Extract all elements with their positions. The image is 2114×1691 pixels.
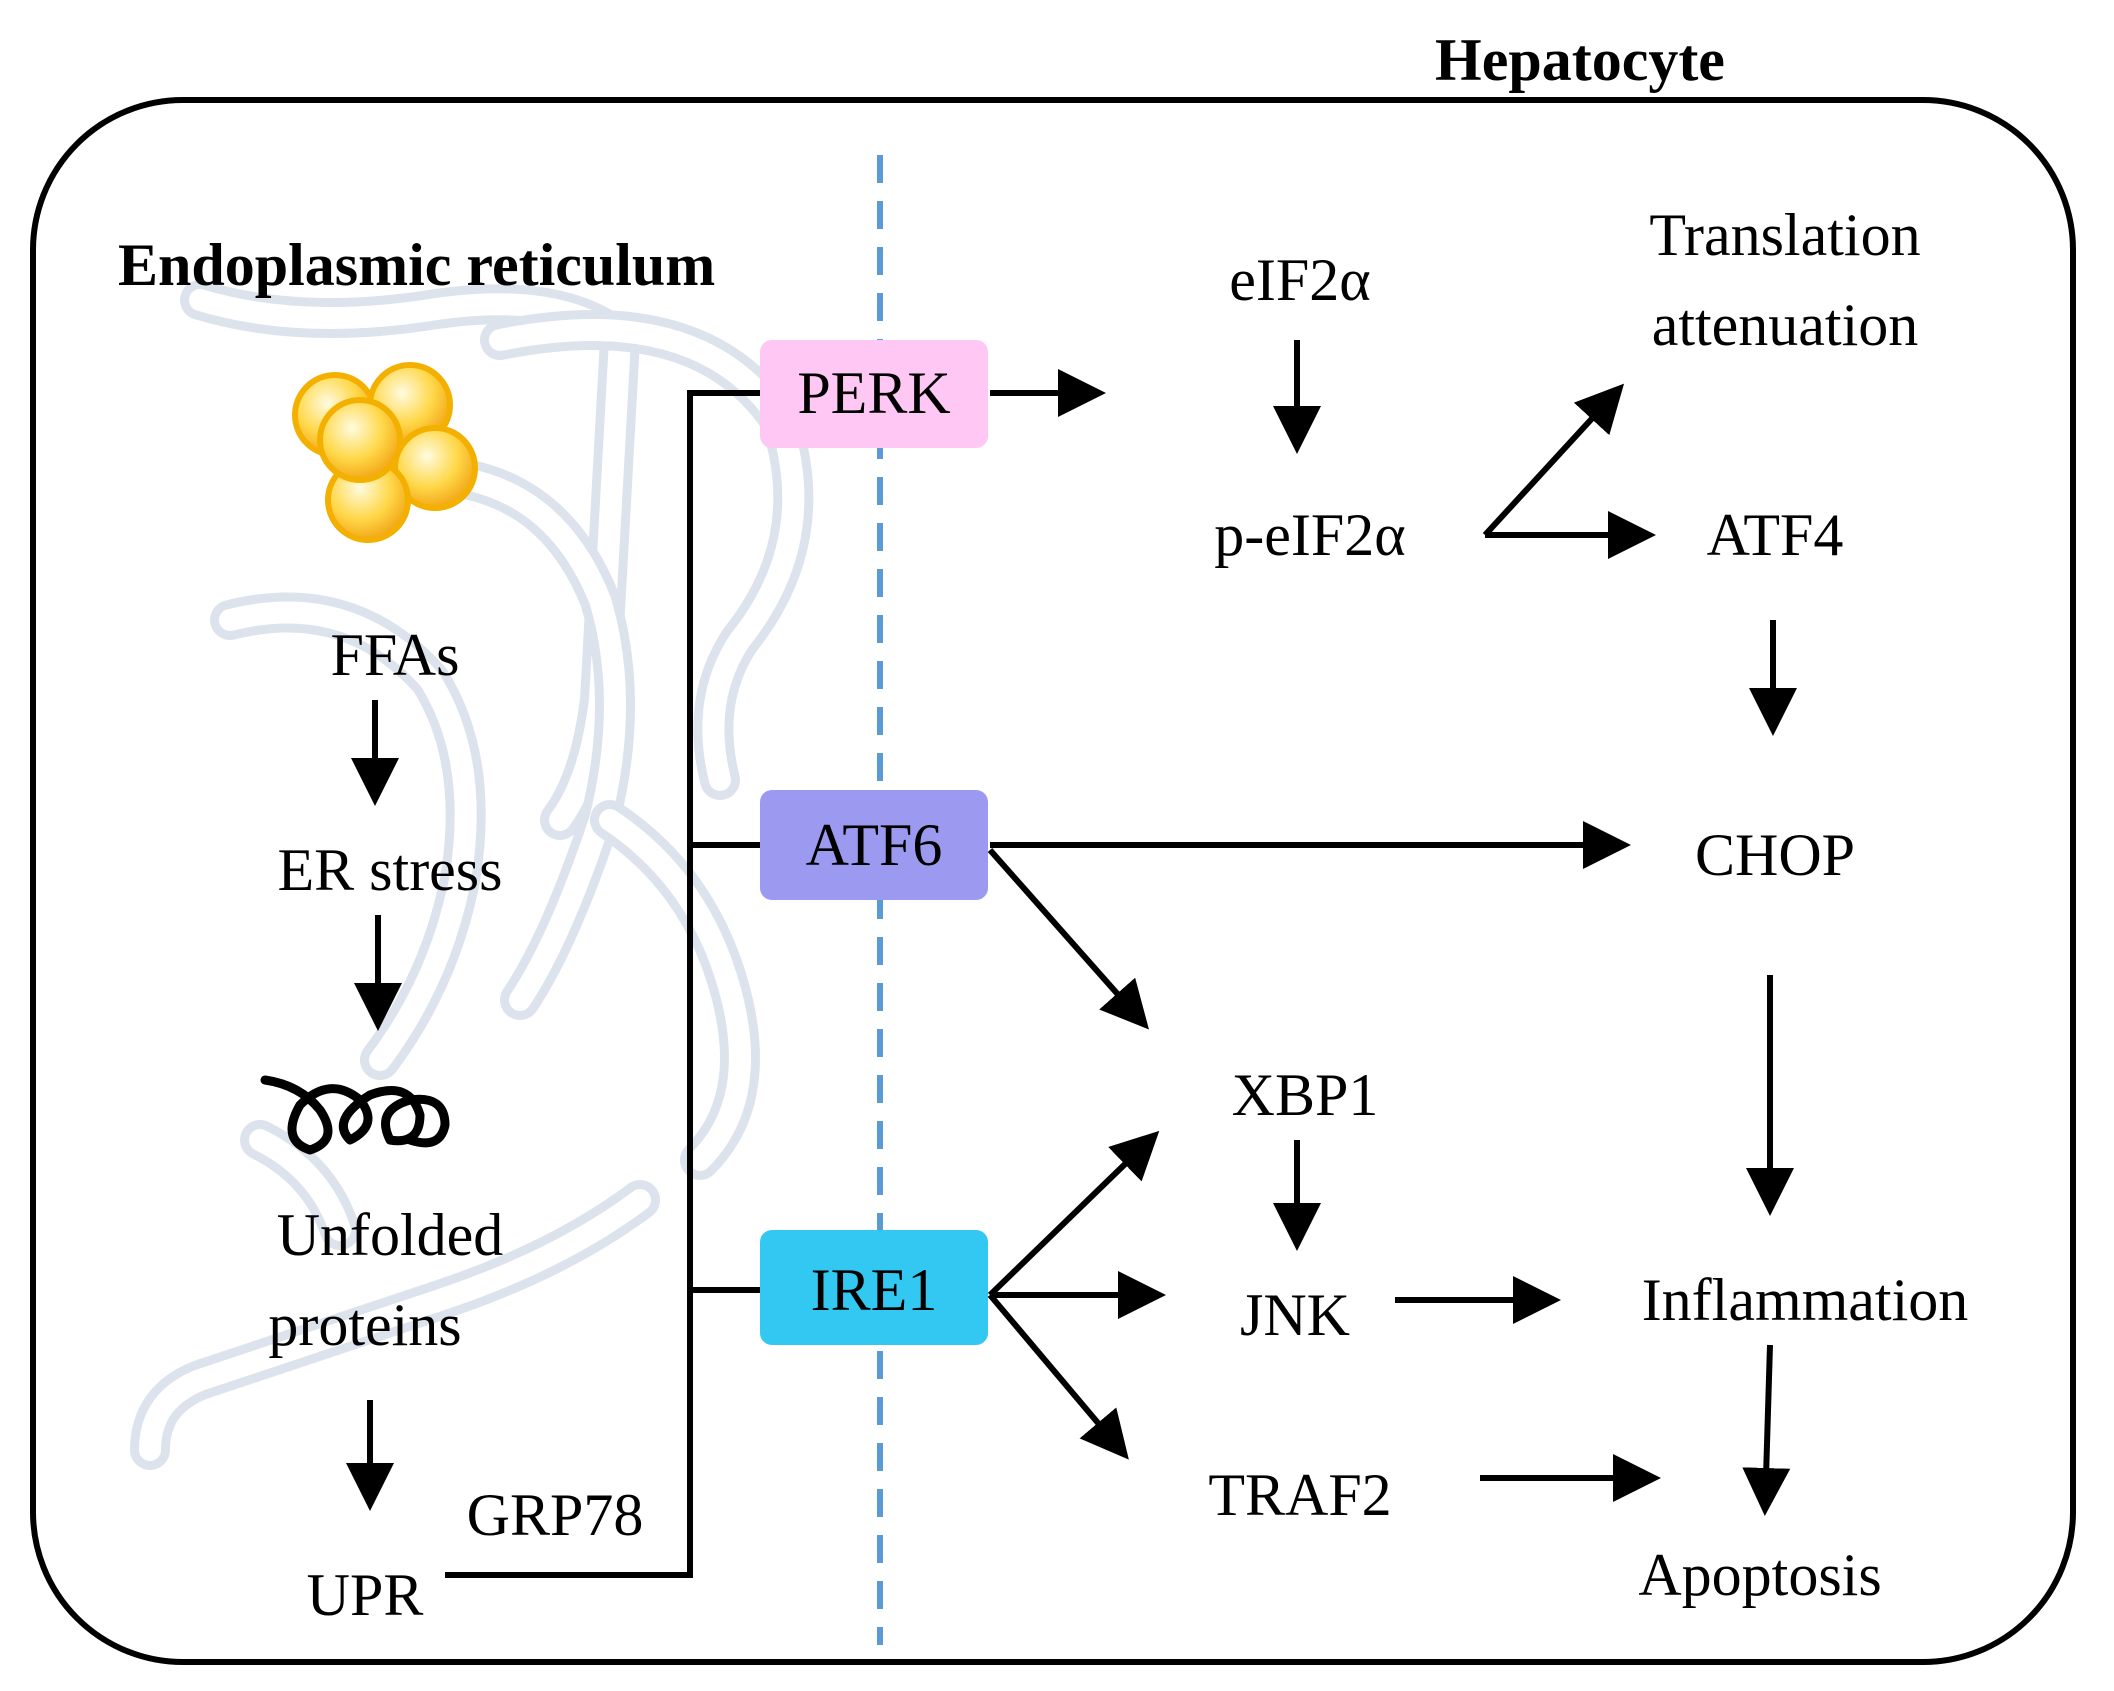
upr-label: UPR	[307, 1562, 424, 1628]
page-title: Hepatocyte	[1435, 27, 1725, 93]
xbp1-label: XBP1	[1232, 1062, 1379, 1128]
sensor-atf6: ATF6	[760, 790, 988, 900]
eif2a-label: eIF2α	[1229, 247, 1370, 313]
attenuation-label: attenuation	[1652, 292, 1919, 358]
traf2-label: TRAF2	[1208, 1462, 1391, 1528]
cell-membrane	[30, 97, 2076, 1665]
arrow-ire1-to-traf2	[987, 1293, 1129, 1460]
arrow-inflammation-to-apoptosis	[1742, 1344, 1791, 1516]
unfolded-label: Unfolded	[277, 1202, 504, 1268]
ffas-label: FFAs	[331, 622, 460, 688]
grp78-label: GRP78	[467, 1482, 644, 1548]
er-stress-label: ER stress	[278, 837, 503, 903]
arrow-ire1-to-xbp1	[987, 1130, 1160, 1298]
perk-label: PERK	[797, 360, 950, 426]
arrow-atf6-to-xbp1	[987, 848, 1149, 1030]
chop-label: CHOP	[1695, 822, 1855, 888]
jnk-label: JNK	[1240, 1282, 1350, 1348]
lipid-droplet-icon	[292, 362, 478, 543]
p-eif2a-label: p-eIF2α	[1214, 502, 1405, 568]
atf6-label: ATF6	[806, 812, 943, 878]
arrow-p-eif2a-to-translation	[1482, 383, 1625, 538]
er-label: Endoplasmic reticulum	[118, 232, 715, 298]
upr-connector	[445, 390, 760, 1578]
apoptosis-label: Apoptosis	[1638, 1542, 1881, 1608]
translation-label: Translation	[1649, 202, 1920, 268]
sensor-ire1: IRE1	[760, 1230, 988, 1345]
er-membrane-icon	[130, 280, 814, 1470]
proteins-label: proteins	[268, 1292, 461, 1358]
sensor-perk: PERK	[760, 340, 988, 448]
unfolded-protein-icon	[260, 1075, 450, 1155]
ire1-label: IRE1	[811, 1257, 938, 1323]
atf4-label: ATF4	[1707, 502, 1844, 568]
inflammation-label: Inflammation	[1642, 1267, 1969, 1333]
